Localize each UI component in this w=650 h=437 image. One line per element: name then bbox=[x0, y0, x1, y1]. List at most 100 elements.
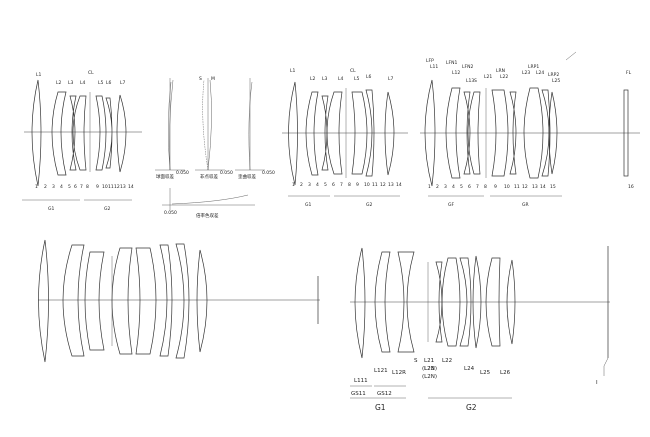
lens-label: L13 bbox=[466, 78, 474, 84]
leader-line bbox=[603, 357, 609, 376]
lens-element bbox=[72, 95, 87, 171]
lens-element bbox=[384, 91, 395, 176]
lens-element bbox=[288, 81, 298, 186]
figure-e-lens-diagram bbox=[38, 239, 320, 363]
group-label: G2 bbox=[104, 206, 110, 212]
element-number: 1 bbox=[292, 182, 295, 188]
element-number: 3 bbox=[308, 182, 311, 188]
lens-label: L12 bbox=[452, 70, 460, 76]
element-number: 13 bbox=[388, 182, 394, 188]
element-number: 8 bbox=[484, 184, 487, 190]
plot-label: 球面収差 bbox=[156, 173, 174, 180]
aberration-curve bbox=[248, 81, 253, 171]
element-number: 9 bbox=[96, 184, 99, 190]
lens-label: L22 bbox=[442, 358, 452, 364]
group-label: G1 bbox=[48, 206, 54, 212]
lens-label: L23 bbox=[522, 70, 530, 76]
element-number: 14 bbox=[396, 182, 402, 188]
lens-label: L6 bbox=[366, 74, 372, 80]
plot-label: 歪曲収差 bbox=[238, 173, 256, 180]
lens-label: L3 bbox=[68, 80, 74, 86]
lens-element bbox=[435, 261, 443, 343]
lens-element bbox=[116, 94, 127, 173]
lens-label: L7 bbox=[388, 76, 394, 82]
element-number: 10 bbox=[364, 182, 370, 188]
lens-label: FL bbox=[626, 70, 632, 76]
element-number: 8 bbox=[86, 184, 89, 190]
lens-label: L5 bbox=[354, 76, 360, 82]
lens-label: L7 bbox=[120, 80, 126, 86]
group-label: GF bbox=[448, 202, 454, 208]
element-number: 9 bbox=[494, 184, 497, 190]
element-number: 16 bbox=[628, 184, 634, 190]
lens-label: (L2N) bbox=[422, 374, 437, 380]
aberration-curve bbox=[202, 79, 209, 171]
lens-element bbox=[135, 247, 157, 355]
lens-label: L26 bbox=[500, 370, 511, 376]
element-number: 15 bbox=[550, 184, 556, 190]
element-number: 4 bbox=[452, 184, 455, 190]
element-number: 5 bbox=[68, 184, 71, 190]
lens-label: L22 bbox=[500, 74, 508, 80]
group-label: G1 bbox=[375, 403, 386, 412]
lens-label: L2 bbox=[56, 80, 62, 86]
lens-label: LFN2 bbox=[462, 64, 473, 70]
lens-element bbox=[175, 243, 190, 359]
element-number: 4 bbox=[60, 184, 63, 190]
element-number: 14 bbox=[540, 184, 546, 190]
element-number: 6 bbox=[332, 182, 335, 188]
tick-label: 0.050 bbox=[262, 170, 275, 176]
lens-element bbox=[523, 87, 544, 179]
aberration-curve bbox=[171, 194, 249, 205]
lens-label: L24 bbox=[464, 366, 475, 372]
lens-element bbox=[95, 95, 107, 171]
lens-element bbox=[365, 89, 375, 177]
lens-label: L2 bbox=[310, 76, 316, 82]
lens-element bbox=[374, 251, 391, 353]
element-number: 10 bbox=[504, 184, 510, 190]
element-number: 7 bbox=[340, 182, 343, 188]
lens-element bbox=[467, 91, 481, 175]
element-number: 7 bbox=[476, 184, 479, 190]
element-number: 8 bbox=[348, 182, 351, 188]
lens-label: L24 bbox=[536, 70, 544, 76]
tick-label: 0.050 bbox=[164, 210, 177, 216]
element-number: 12 bbox=[522, 184, 528, 190]
lens-element bbox=[111, 247, 133, 355]
image-label: I bbox=[596, 380, 598, 386]
lens-label: L1 bbox=[36, 72, 42, 78]
lens-label: L25 bbox=[552, 78, 560, 84]
lens-label: L23 bbox=[424, 366, 435, 372]
lens-element bbox=[441, 257, 461, 347]
lens-element bbox=[548, 91, 558, 175]
curve-marker: S bbox=[199, 76, 202, 82]
element-number: 2 bbox=[300, 182, 303, 188]
group-label: G2 bbox=[366, 202, 372, 208]
stop-label: CL bbox=[350, 68, 356, 74]
lens-label: S bbox=[414, 358, 418, 364]
lens-label: L1 bbox=[290, 68, 296, 74]
aberration-curve bbox=[207, 79, 212, 171]
lens-element bbox=[69, 95, 77, 171]
element-number: 13 bbox=[120, 184, 126, 190]
aberration-curve bbox=[168, 81, 172, 171]
lens-element bbox=[424, 79, 436, 187]
lens-element bbox=[159, 244, 173, 357]
lens-element bbox=[445, 87, 461, 179]
lens-element bbox=[305, 91, 319, 176]
tick-label: 0.050 bbox=[176, 170, 189, 176]
lens-label: LFP bbox=[426, 58, 434, 64]
lens-label: L4 bbox=[338, 76, 344, 82]
lens-element bbox=[506, 259, 516, 345]
element-number: 12 bbox=[380, 182, 386, 188]
group-label: G1 bbox=[305, 202, 311, 208]
lens-element bbox=[38, 239, 49, 363]
plot-label: 倍率色収差 bbox=[196, 212, 219, 219]
lens-label: LRP2 bbox=[548, 72, 559, 78]
element-number: 1 bbox=[428, 184, 431, 190]
tick-label: 0.050 bbox=[220, 170, 233, 176]
lens-element bbox=[321, 95, 329, 171]
